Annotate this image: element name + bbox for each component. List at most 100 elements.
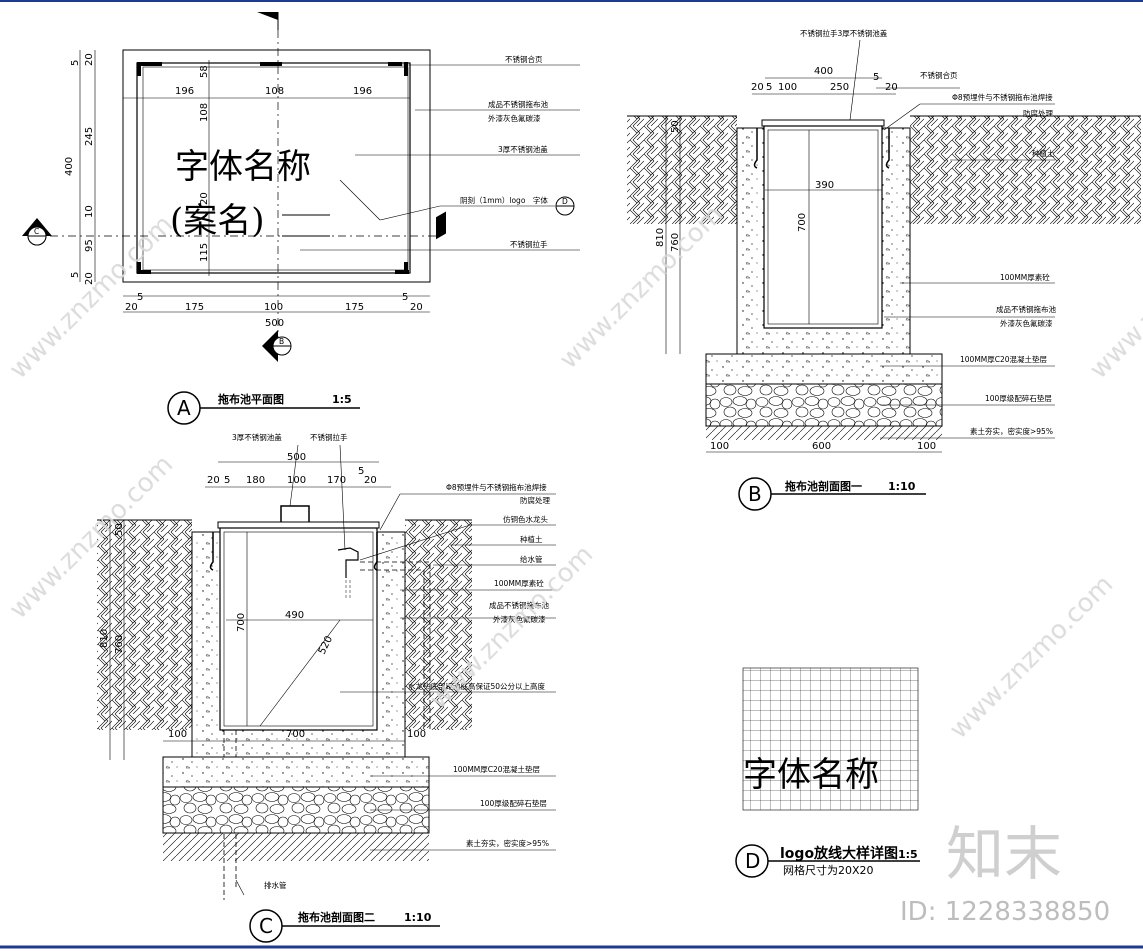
dim-a-inner-1: 58 — [199, 65, 210, 78]
plan-label-big-1: 字体名称 — [175, 147, 311, 187]
detail-b-scale: 1:10 — [888, 480, 916, 493]
detail-c-symbol: C — [259, 914, 273, 938]
note-b-7: 成品不锈钢拖布池 — [996, 304, 1056, 314]
dim-b-bottom-2: 600 — [812, 441, 831, 452]
brand-logo: 知末 — [946, 820, 1062, 888]
note-b-2: 不锈钢合页 — [920, 70, 958, 80]
note-a-2: 成品不锈钢拖布池 — [488, 99, 548, 109]
dim-c-left-2: 810 — [99, 629, 110, 648]
dim-b-f: 20 — [885, 82, 898, 93]
detail-d-grid — [735, 667, 920, 878]
dim-b-c: 100 — [778, 82, 797, 93]
detail-a-plan — [22, 12, 580, 425]
note-a-6: 不锈钢拉手 — [510, 239, 548, 249]
note-c-5: 给水管 — [520, 554, 543, 564]
image-id: ID: 1228338850 — [900, 897, 1110, 927]
note-c-6: 100MM厚素砼 — [494, 578, 544, 588]
dim-c-bottom-2: 700 — [286, 729, 305, 740]
dim-a-small-3: 5 — [402, 292, 408, 303]
dim-b-e: 5 — [873, 72, 879, 83]
note-b-6: 100MM厚素砼 — [1000, 272, 1050, 282]
note-a-1: 不锈钢合页 — [505, 54, 543, 64]
dim-a-left-4: 400 — [64, 157, 75, 176]
detail-d-scale: 1:5 — [898, 848, 918, 861]
dim-c-left-1: 50 — [114, 523, 125, 536]
detail-b-title: 拖布池剖面图一 — [785, 479, 862, 493]
dim-a-bottom-2: 100 — [264, 302, 283, 313]
dim-b-left-3: 760 — [670, 233, 681, 252]
detail-a-title: 拖布池平面图 — [218, 392, 284, 406]
dim-a-inner-2: 108 — [199, 103, 210, 122]
note-c-8: 外漆灰色氟碳漆 — [493, 614, 546, 624]
dim-a-small-4: 20 — [410, 302, 423, 313]
dim-a-top-3: 196 — [353, 86, 372, 97]
detail-d-subtitle: 网格尺寸为20X20 — [783, 863, 874, 877]
note-c-top-1: 3厚不锈钢池盖 — [232, 432, 282, 442]
dim-a-top-2: 108 — [265, 86, 284, 97]
dim-a-left-7: 5 — [70, 272, 81, 278]
note-b-11: 素土夯实，密实度>95% — [970, 426, 1053, 436]
note-c-12: 素土夯实，密实度>95% — [466, 838, 549, 848]
watermark-2: www.znzmo.com — [554, 200, 729, 375]
dim-a-small-1: 20 — [125, 302, 138, 313]
dim-a-inner-4: 115 — [199, 243, 210, 262]
detail-b-section — [627, 39, 1141, 511]
note-c-9: 水龙头底部距池底高保证50公分以上高度 — [408, 681, 546, 691]
detail-c-title: 拖布池剖面图二 — [298, 910, 375, 924]
dim-a-total: 500 — [265, 318, 284, 329]
note-b-9: 100MM厚C20混凝土垫层 — [960, 354, 1048, 364]
plan-label-big-2: (案名) — [170, 201, 265, 241]
dim-c-bottom-1: 100 — [168, 729, 187, 740]
grid-label: 字体名称 — [743, 755, 879, 795]
note-b-3: Φ8预埋件与不锈钢拖布池焊接 — [952, 92, 1053, 102]
note-a-5: 阴刻（1mm）logo 字体 — [460, 195, 548, 205]
note-c-top-2: 不锈钢拉手 — [310, 432, 348, 442]
dim-c-top-4: 100 — [287, 475, 306, 486]
watermark-5: www.znzmo.com — [944, 570, 1119, 745]
note-a-3: 外漆灰色氟碳漆 — [488, 113, 541, 123]
dim-b-left-2: 810 — [655, 228, 666, 247]
dim-a-left-1: 5 — [70, 60, 81, 66]
dim-b-total: 400 — [814, 66, 833, 77]
detail-c-section — [97, 444, 556, 943]
dim-a-inner-3: 20 — [199, 192, 210, 205]
dim-b-a: 20 — [751, 82, 764, 93]
dim-b-inner-h: 700 — [797, 213, 808, 232]
dim-c-inner-w: 490 — [285, 610, 304, 621]
note-b-1: 不锈钢拉手3厚不锈钢池盖 — [800, 28, 888, 38]
note-c-11: 100厚级配碎石垫层 — [480, 798, 547, 808]
note-c-1: Φ8预埋件与不锈钢拖布池焊接 — [446, 482, 547, 492]
section-mark-c-letter: C — [34, 227, 39, 236]
dim-a-bottom-1: 175 — [185, 302, 204, 313]
dim-c-top-5: 170 — [327, 475, 346, 486]
dim-a-left-2: 20 — [84, 53, 95, 66]
dim-b-inner-w: 390 — [815, 180, 834, 191]
detail-b-symbol: B — [748, 482, 762, 506]
dim-a-left-5: 10 — [84, 205, 95, 218]
dim-b-left-1: 50 — [670, 120, 681, 133]
detail-c-scale: 1:10 — [404, 911, 432, 924]
dim-c-bottom-3: 100 — [407, 729, 426, 740]
note-c-2: 防腐处理 — [520, 495, 550, 505]
detail-a-symbol: A — [177, 396, 191, 420]
note-b-10: 100厚级配碎石垫层 — [985, 393, 1052, 403]
section-mark-d-letter: D — [562, 197, 568, 206]
section-mark-b-bottom — [262, 330, 292, 362]
section-mark-b-letter: B — [279, 337, 284, 346]
dim-b-b: 5 — [766, 82, 772, 93]
note-c-3: 仿铜色水龙头 — [503, 514, 548, 524]
dim-b-bottom-1: 100 — [710, 441, 729, 452]
dim-b-bottom-3: 100 — [917, 441, 936, 452]
note-b-5: 种植土 — [1032, 148, 1055, 158]
dim-c-top-1: 20 — [207, 475, 220, 486]
section-mark-c-left — [22, 218, 52, 246]
note-c-13: 排水管 — [264, 880, 287, 890]
dim-a-top-1: 196 — [175, 86, 194, 97]
note-c-10: 100MM厚C20混凝土垫层 — [453, 764, 541, 774]
note-b-8: 外漆灰色氟碳漆 — [1000, 318, 1053, 328]
dim-c-inner-h: 700 — [236, 613, 247, 632]
detail-d-title: logo放线大样详图 — [780, 845, 898, 862]
dim-c-left-3: 760 — [114, 635, 125, 654]
dim-c-top-2: 5 — [224, 475, 230, 486]
